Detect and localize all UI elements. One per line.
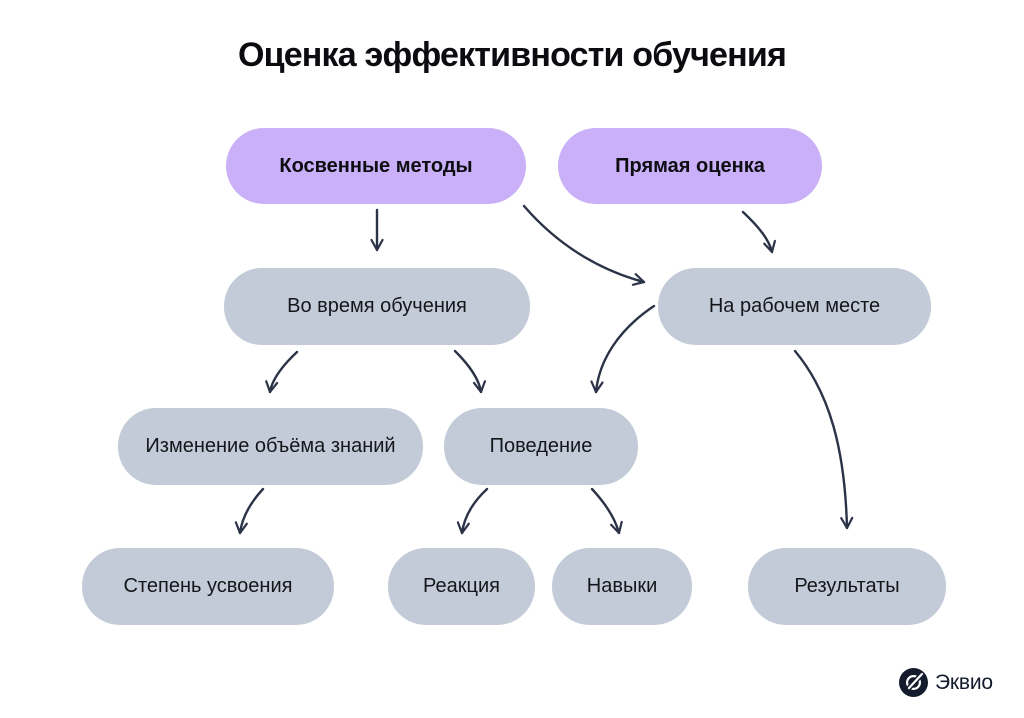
page-title: Оценка эффективности обучения: [237, 36, 787, 74]
edge-izmenenie-to-stepen: [234, 487, 265, 535]
edge-povedenie-to-reaktsiya: [456, 487, 489, 535]
edge-vo-vremya-to-izmenenie: [265, 350, 299, 394]
node-pryamaya-otsenka: Прямая оценка: [558, 128, 822, 204]
brand-logo: Эквио: [899, 668, 993, 697]
node-povedenie: Поведение: [444, 408, 638, 485]
node-izmenenie-obyoma-znaniy: Изменение объёма знаний: [118, 408, 423, 485]
node-navyki: Навыки: [552, 548, 692, 625]
node-na-rabochem-meste: На рабочем месте: [658, 268, 931, 345]
edge-kosvennye-to-na-rabochem: [522, 204, 646, 286]
edge-na-rabochem-to-rezultaty: [793, 349, 854, 530]
edge-vo-vremya-to-povedenie: [453, 349, 487, 394]
edge-na-rabochem-to-povedenie: [590, 304, 656, 394]
node-rezultaty: Результаты: [748, 548, 946, 625]
node-reaktsiya: Реакция: [388, 548, 535, 625]
node-vo-vremya-obucheniya: Во время обучения: [224, 268, 530, 345]
edge-povedenie-to-navyki: [590, 487, 623, 535]
ekvio-logo-icon: [899, 668, 928, 697]
node-stepen-usvoeniya: Степень усвоения: [82, 548, 334, 625]
edge-pryamaya-to-na-rabochem: [741, 210, 777, 254]
ekvio-logo-text: Эквио: [935, 670, 993, 694]
node-kosvennye-metody: Косвенные методы: [226, 128, 526, 204]
